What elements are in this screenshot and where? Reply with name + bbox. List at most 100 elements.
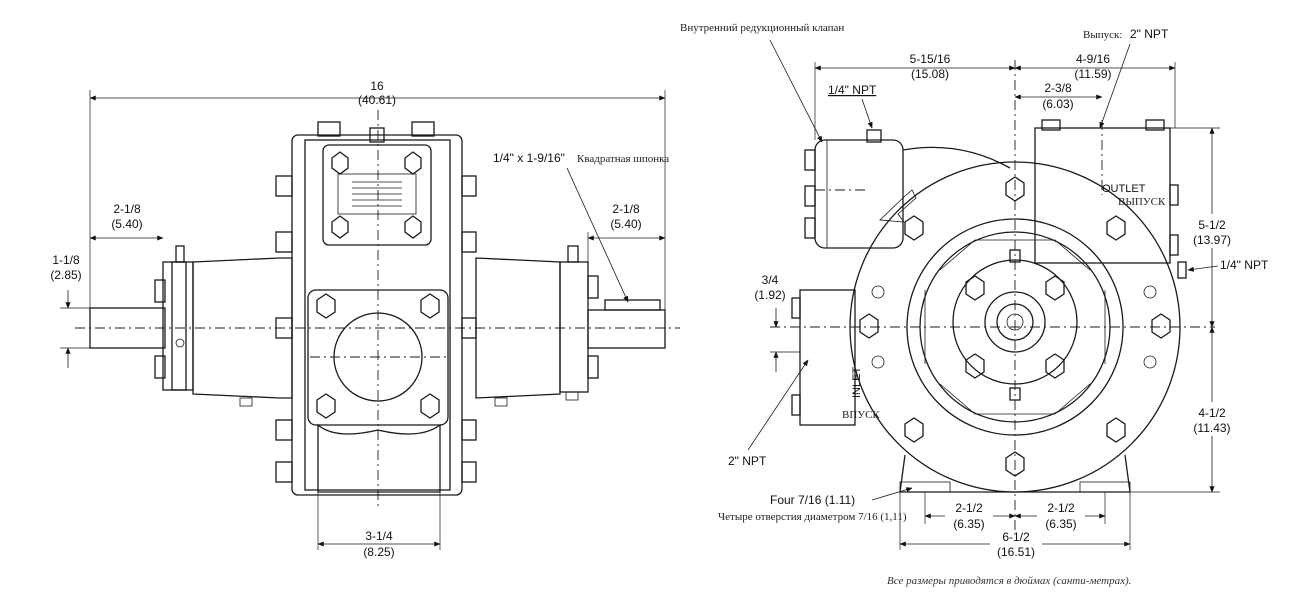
dim-right-shaft-in: 2-1/8 [612, 202, 640, 216]
dim-2-1-2-right-cm: (6.35) [1045, 517, 1076, 531]
dim-2-1-2-right-in: 2-1/2 [1047, 501, 1075, 515]
dim-5-15-16-in: 5-15/16 [910, 52, 951, 66]
dim-6-1-2-in: 6-1/2 [1002, 530, 1030, 544]
outer-bolt-bottom [1005, 451, 1025, 477]
right-bolt-1 [587, 275, 599, 299]
foot-left [899, 481, 951, 493]
cover-bolt-3 [331, 215, 349, 239]
holes-en-label: Four 7/16 (1.11) [770, 493, 855, 507]
inlet-en-label: INLET [851, 367, 863, 398]
body-bolt-r2 [461, 231, 477, 253]
dim-6-1-2-cm: (16.51) [997, 545, 1035, 559]
cover-bolt-1 [331, 151, 349, 175]
outlet-en-label: OUTLET [1102, 183, 1146, 195]
left-bolt-2 [154, 355, 166, 379]
outer-hole-4 [1143, 355, 1157, 369]
inlet-npt-leader [747, 359, 809, 451]
dim-2-3-8-in: 2-3/8 [1044, 81, 1072, 95]
dim-2-1-2-left-in: 2-1/2 [955, 501, 983, 515]
dim-5-15-16-cm: (15.08) [911, 67, 949, 81]
dim-4-1-2-cm: (11.43) [1193, 421, 1230, 435]
outer-bolt-bl [904, 417, 924, 443]
top-plug [369, 127, 385, 143]
outer-hole-2 [1143, 285, 1157, 299]
outer-hole-3 [871, 355, 885, 369]
cover-bolt-2 [404, 151, 422, 175]
dim-shaft-height-cm: (2.85) [50, 268, 81, 282]
foot-right [1079, 481, 1131, 493]
dim-5-1-2-bg [1186, 214, 1240, 248]
top-npt-label: 1/4" NPT [828, 83, 877, 97]
dim-3-4-in: 3/4 [762, 273, 779, 287]
base-foot [317, 423, 441, 493]
body-bolt-r4 [461, 419, 477, 441]
hub-seal [984, 291, 1046, 353]
right-bolt-2 [587, 355, 599, 379]
left-flange-nipple [175, 245, 185, 263]
dim-2-1-2-right-bg [1037, 500, 1085, 532]
relief-valve-housing [814, 139, 904, 249]
rv-body-curve [902, 146, 1011, 169]
top-lug-2 [411, 121, 435, 137]
outer-bolt-top [1005, 176, 1025, 202]
relief-valve-label: Внутренний редукционный клапан [680, 22, 844, 34]
pump-body [291, 134, 463, 496]
holes-ru-label: Четыре отверстия диаметром 7/16 (1,11) [718, 511, 907, 523]
body-bolt-l4 [275, 419, 293, 441]
right-view: OUTLET ВЫПУСК INLET ВПУСК Внутренний ред… [680, 22, 1269, 560]
dim-left-shaft-in: 2-1/8 [113, 202, 141, 216]
outlet-bolt-1 [1169, 184, 1179, 206]
right-flange [559, 261, 589, 393]
relief-valve-leader [769, 39, 823, 143]
left-view: 16 (40.61) 2-1/8 (5.40) 2-1/8 (5.40) 1-1… [50, 79, 680, 559]
inlet-bolt-2 [420, 293, 440, 319]
left-flange [162, 261, 194, 391]
inner-bolt-2 [1045, 275, 1065, 301]
outer-hole-1 [871, 285, 885, 299]
pump-body-inner [304, 139, 451, 491]
left-flange-plug [175, 338, 185, 348]
right-flange-nipple [567, 245, 579, 263]
right-shaft [587, 309, 666, 349]
body-bolt-r1 [461, 175, 477, 197]
valve-cover [322, 144, 432, 246]
outlet-size-title: 2" NPT [1130, 27, 1169, 41]
dim-6-1-2-bg [990, 530, 1042, 560]
inner-bolt-3 [965, 353, 985, 379]
outlet-lug-2 [1145, 119, 1165, 131]
right-bearing-housing [475, 257, 561, 399]
right-bolt-4 [565, 391, 579, 401]
body-bolt-l2 [275, 231, 293, 253]
inlet-bolt-3 [316, 393, 336, 419]
inner-bolt-1 [965, 275, 985, 301]
dim-4-9-16-cm: (11.59) [1074, 67, 1111, 81]
outlet-leader [1099, 43, 1131, 129]
side-plug [1177, 261, 1187, 279]
cover-bolt-4 [404, 215, 422, 239]
dim-16-cm: (40.61) [358, 93, 396, 107]
body-bolt-r5 [461, 461, 477, 483]
top-npt-leader [861, 98, 873, 129]
inlet-housing [799, 289, 856, 426]
dim-right-shaft-cm: (5.40) [610, 217, 641, 231]
dim-shaft-height-in: 1-1/8 [52, 253, 80, 267]
outer-bolt-right [1151, 313, 1171, 339]
outer-bolt-tr [1106, 215, 1126, 241]
side-npt-label: 1/4" NPT [1220, 258, 1269, 272]
key-leader [566, 167, 629, 303]
dim-2-1-2-left-bg [945, 500, 993, 532]
outlet-ru-title: Выпуск: [1083, 29, 1122, 41]
inlet-bolt-1 [791, 297, 801, 319]
dim-base-cm: (8.25) [363, 545, 394, 559]
dim-5-1-2-in: 5-1/2 [1198, 218, 1226, 232]
inlet-npt-label: 2" NPT [728, 454, 767, 468]
rv-bolt-3 [804, 217, 816, 239]
holes-leader [871, 487, 913, 501]
key-size-label: 1/4" x 1-9/16" [493, 151, 565, 165]
top-lug-1 [317, 121, 341, 137]
outlet-bolt-2 [1169, 234, 1179, 256]
dim-left-shaft-cm: (5.40) [111, 217, 142, 231]
key-type-label: Квадратная шпонка [577, 153, 669, 165]
